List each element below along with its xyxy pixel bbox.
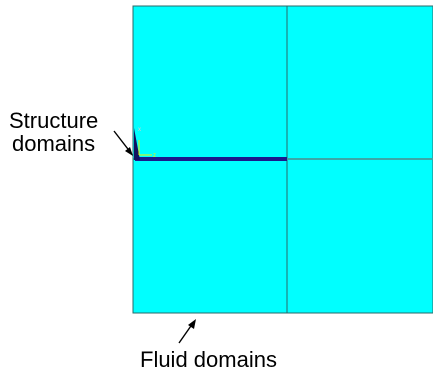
svg-text:x: x bbox=[138, 127, 141, 133]
coordinate-axis-icon: z x bbox=[138, 127, 156, 159]
fluid-domain-top-left bbox=[132, 5, 288, 160]
fluid-domain-bottom-left bbox=[132, 158, 288, 314]
structure-label-line1: Structure bbox=[9, 108, 98, 133]
structure-domain-plate bbox=[135, 157, 287, 161]
fluid-domain-top-right bbox=[286, 5, 433, 160]
fluid-domain-bottom-right bbox=[286, 158, 433, 314]
fluid-arrow-icon bbox=[178, 319, 196, 344]
svg-text:z: z bbox=[153, 153, 156, 159]
fluid-label: Fluid domains bbox=[140, 347, 277, 372]
structure-label-line2: domains bbox=[12, 131, 95, 156]
structure-arrow-icon bbox=[113, 130, 133, 156]
